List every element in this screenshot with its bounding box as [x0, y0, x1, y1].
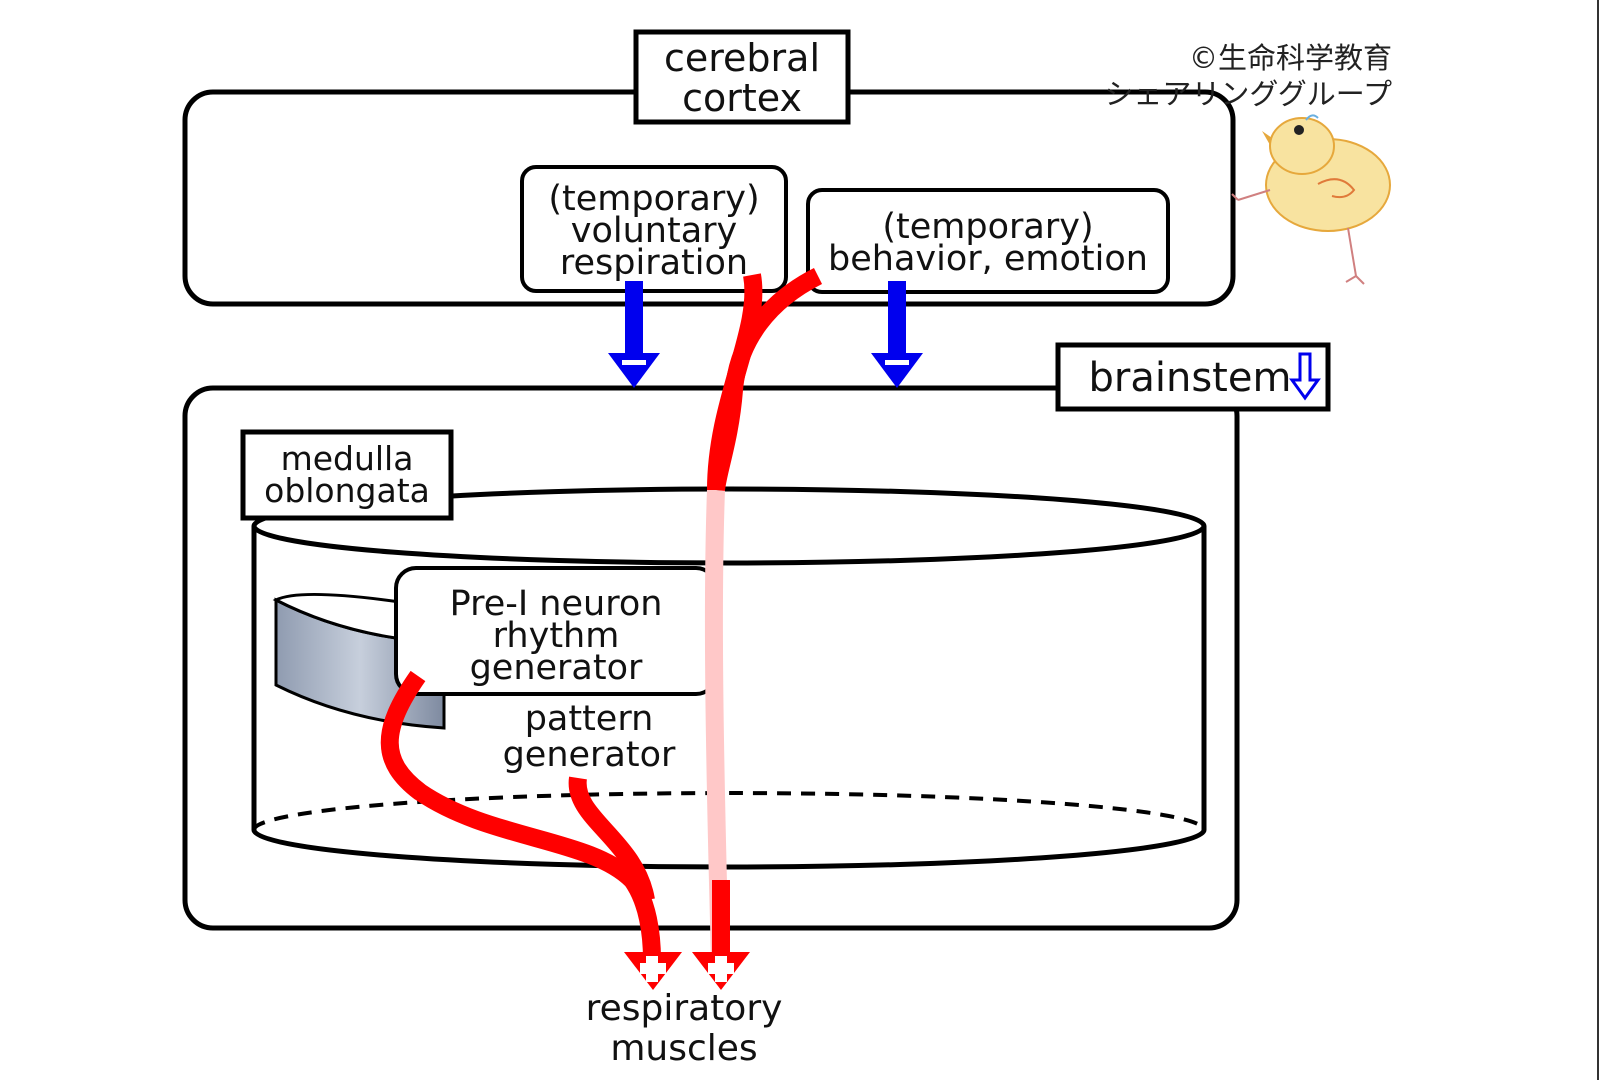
excitatory-arrow-rhythm [624, 952, 682, 990]
pattern-generator-pathway [568, 776, 655, 902]
cerebral-cortex-line1: cerebral [664, 36, 820, 80]
inhibitory-arrow-voluntary [608, 281, 660, 388]
pre-i-neuron-box: Pre-I neuron rhythm generator [394, 566, 718, 696]
copyright-line1: ©生命科学教育 [1189, 41, 1392, 75]
behavior-line2: behavior, emotion [828, 239, 1148, 279]
voluntary-respiration-box: (temporary) voluntary respiration [520, 165, 788, 293]
cerebral-cortex-line2: cortex [682, 76, 802, 120]
pattern-generator-line2: generator [503, 735, 676, 775]
voluntary-line3: respiration [560, 243, 748, 283]
excitatory-arrow-voluntary [692, 952, 750, 990]
inhibitory-arrow-behavior [871, 281, 923, 388]
pre-i-line2: rhythm [493, 616, 620, 656]
copyright-line2: シェアリンググループ [1104, 77, 1392, 111]
cerebral-cortex-label-box: cerebral cortex [633, 29, 851, 125]
behavior-emotion-box: (temporary) behavior, emotion [806, 188, 1170, 294]
voluntary-line1: (temporary) [548, 179, 759, 219]
brainstem-label-box: brainstem [1055, 342, 1331, 412]
medulla-cylinder [251, 486, 1207, 870]
rhythm-generator-pathway [380, 670, 661, 961]
pre-i-line3: generator [470, 648, 643, 688]
medulla-line2: oblongata [264, 471, 430, 510]
pre-i-line1: Pre-I neuron [450, 584, 663, 624]
chick-illustration-icon [1231, 114, 1391, 285]
medulla-line1: medulla [281, 439, 414, 478]
respiratory-muscles-line1: respiratory [586, 988, 783, 1029]
respiratory-muscles-line2: muscles [610, 1028, 757, 1069]
behavior-pathway [707, 267, 823, 492]
voluntary-pathway-faded [704, 489, 729, 961]
brainstem-label: brainstem [1089, 355, 1292, 401]
down-arrow-outline-icon [1289, 352, 1321, 401]
pattern-generator-line1: pattern [525, 699, 654, 739]
voluntary-line2: voluntary [571, 211, 738, 251]
behavior-line1: (temporary) [882, 207, 1093, 247]
medulla-label-box: medulla oblongata [240, 429, 454, 521]
